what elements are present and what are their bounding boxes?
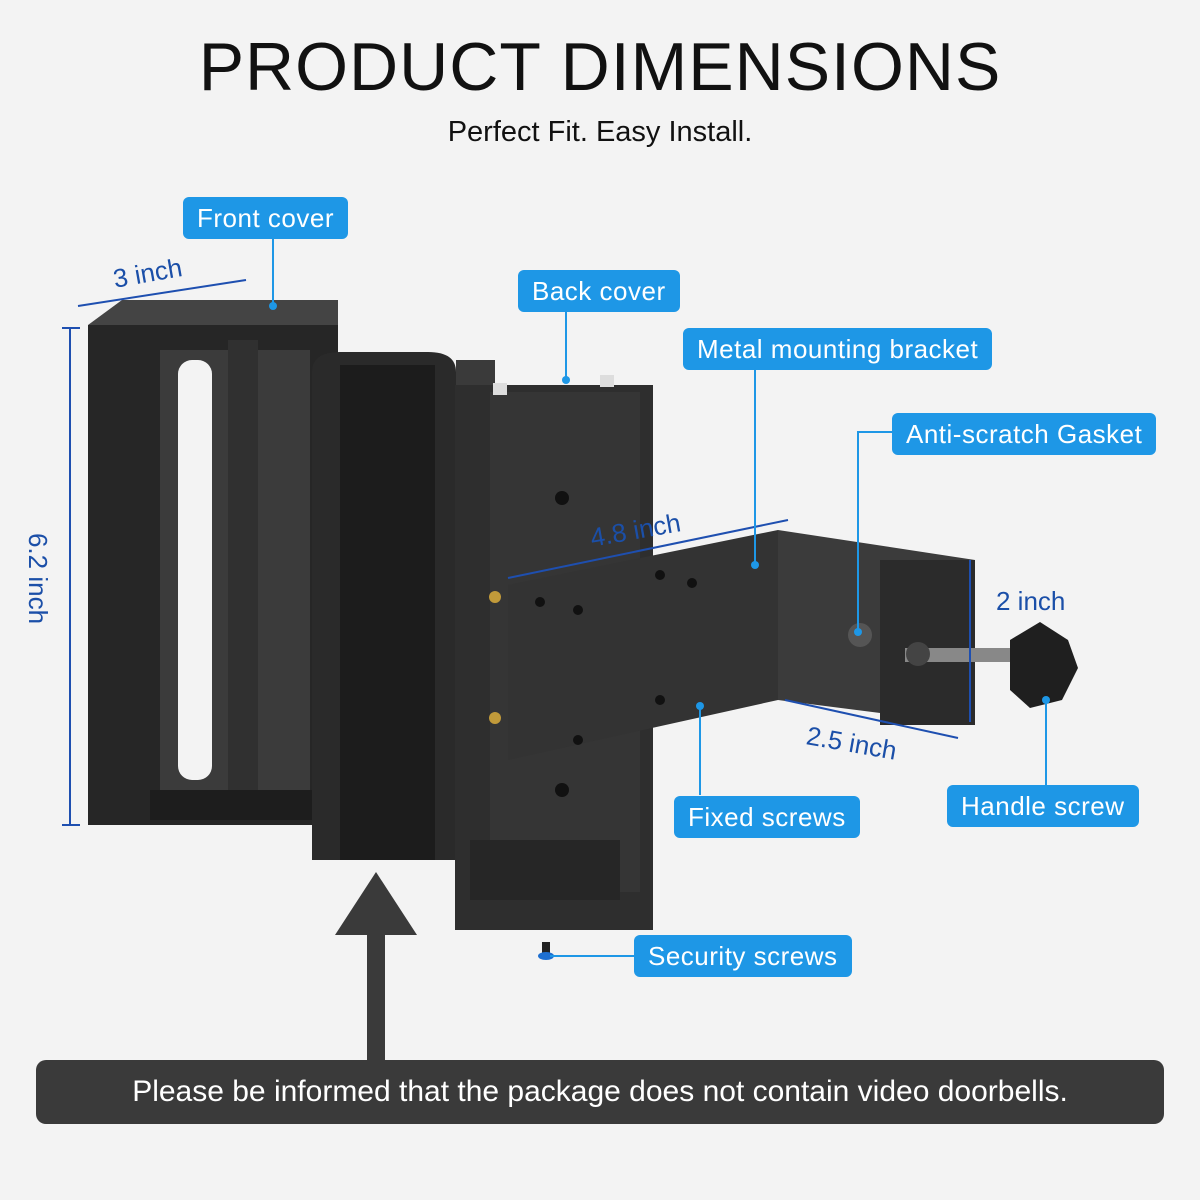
height-dimension: 6.2 inch [23, 532, 54, 625]
handle-screw-part [848, 622, 1078, 708]
metal-bracket-label: Metal mounting bracket [683, 328, 993, 370]
page-title: PRODUCT DIMENSIONS [198, 29, 1002, 105]
back-cover-label: Back cover [518, 270, 680, 312]
security-screws-label: Security screws [634, 935, 852, 977]
front-cover-label: Front cover [183, 197, 348, 239]
package-notice: Please be informed that the package does… [36, 1060, 1164, 1124]
gasket-label: Anti-scratch Gasket [892, 413, 1157, 455]
front-cover-part [88, 300, 338, 825]
callout-pointers [272, 238, 1047, 957]
up-arrow-icon [335, 872, 417, 1060]
callout-dots [269, 302, 1050, 710]
handle-screw-label: Handle screw [947, 785, 1139, 827]
metal-bracket-part [489, 530, 975, 760]
fixed-screws-label: Fixed screws [674, 796, 860, 838]
doorbell-placeholder-part [312, 352, 456, 860]
clamp-opening-dimension: 2 inch [996, 586, 1066, 616]
page-subtitle: Perfect Fit. Easy Install. [447, 116, 753, 148]
security-screw-part [538, 942, 554, 960]
dimension-lines [62, 279, 971, 826]
